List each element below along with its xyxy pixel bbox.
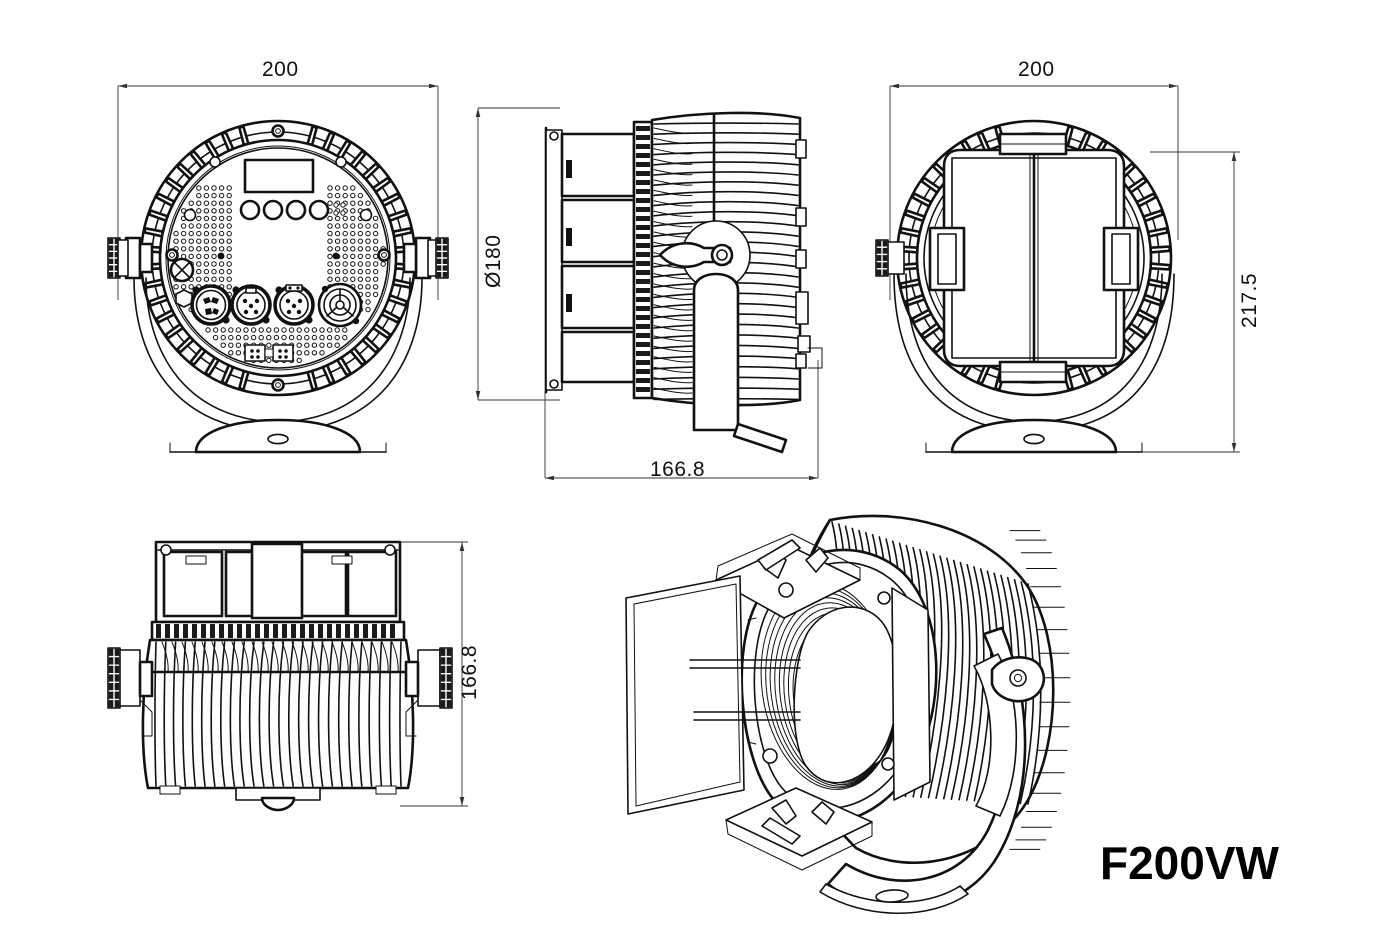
side-mount-tabs (795, 139, 823, 369)
yoke-base-handle (133, 277, 423, 454)
rear-view (107, 83, 449, 454)
barndoor-pair (942, 148, 1126, 368)
dimension-label-top-depth: 166.8 (458, 644, 481, 700)
menu-button-2[interactable] (262, 199, 284, 221)
dimension-label-rear-width: 200 (262, 58, 299, 81)
yoke-pivot[interactable] (658, 220, 751, 290)
dimension-label-side-depth: 166.8 (650, 458, 706, 481)
dimension-label-front-height: 217.5 (1238, 272, 1261, 328)
top-yoke-knob-left[interactable] (107, 647, 154, 737)
iso-mount-bracket (819, 883, 969, 914)
dmx-in-connector[interactable] (230, 284, 272, 326)
lens-barrel-ring (632, 120, 654, 400)
plate-screw-holes (165, 124, 391, 392)
menu-buttons[interactable] (239, 199, 330, 221)
dimension-side-depth (544, 360, 819, 481)
iso-barndoor-right (891, 587, 931, 801)
menu-button-3[interactable] (285, 199, 307, 221)
power-in-connector[interactable] (190, 284, 232, 326)
yoke-bracket-left[interactable] (107, 236, 154, 280)
led-indicator-dots (333, 202, 346, 216)
top-view (107, 540, 468, 812)
top-rear-foot (159, 785, 397, 812)
dimension-label-front-width: 200 (1018, 58, 1055, 81)
stand-mount-spigot (692, 272, 788, 454)
menu-button-1[interactable] (239, 199, 261, 221)
connector-row[interactable] (190, 282, 363, 328)
top-barrel-ring (150, 620, 406, 642)
front-yoke-knob-left[interactable] (875, 239, 905, 277)
hex-nut (175, 289, 193, 308)
dimension-top-depth (400, 541, 468, 807)
top-finned-body (141, 638, 415, 790)
iso-yoke-knob[interactable] (990, 656, 1046, 703)
iso-barndoor-left (625, 575, 745, 815)
iso-barndoor-bottom (725, 787, 873, 871)
iso-lens-knobs (747, 582, 895, 771)
ground-screw (169, 257, 195, 283)
menu-button-4[interactable] (308, 199, 330, 221)
top-yoke-knob-right[interactable] (404, 647, 453, 737)
model-name-label: F200VW (1100, 837, 1279, 889)
front-clamp-pads (928, 226, 1140, 292)
yoke-bracket-right[interactable] (402, 236, 449, 280)
dmx-out-connector[interactable] (273, 284, 315, 326)
front-view (875, 83, 1240, 454)
fuse-block (244, 344, 294, 362)
iso-barndoor-arms (689, 659, 801, 721)
barndoor-leaves-top (154, 540, 402, 624)
front-latches (998, 132, 1068, 384)
power-out-connector[interactable] (317, 282, 363, 328)
side-view (475, 107, 823, 481)
barndoor-leaves (544, 126, 636, 394)
iso-view (625, 514, 1071, 914)
control-display-screen[interactable] (243, 158, 315, 194)
front-yoke-arms (893, 273, 1175, 454)
iso-fresnel-lens (793, 606, 899, 784)
iso-hinge-clips (757, 539, 835, 845)
dimension-label-side-diameter: Ø180 (482, 234, 505, 288)
dimension-side-diameter (475, 107, 560, 401)
